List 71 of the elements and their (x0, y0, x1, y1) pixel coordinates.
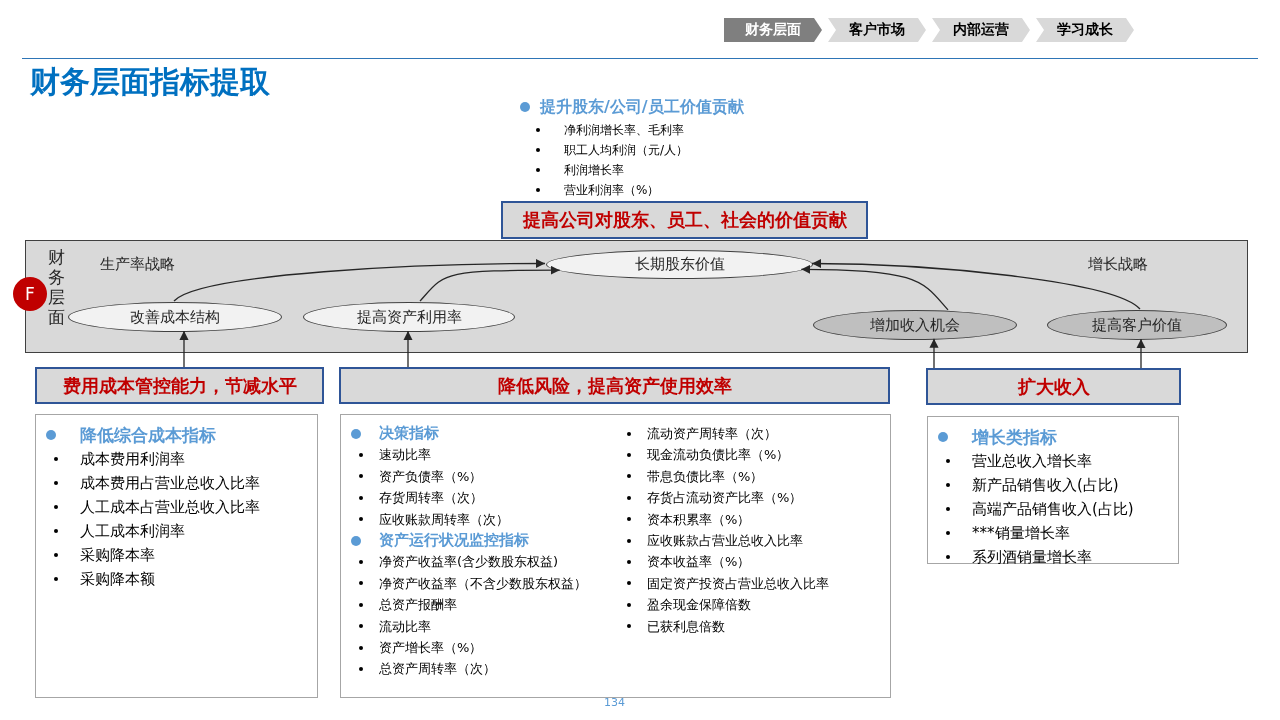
arrow (419, 265, 561, 302)
list-heading: 资产运行状况监控指标 (379, 529, 529, 551)
list-item: 总资产报酬率 (379, 596, 457, 615)
list-item: 资产负债率（%） (379, 467, 483, 486)
headline-box: 扩大收入 (926, 368, 1181, 405)
perspective-band (25, 240, 1248, 353)
list-item: 带息负债比率（%） (647, 467, 764, 486)
list-item: ***销量增长率 (972, 523, 1070, 544)
list-heading: 增长类指标 (972, 426, 1057, 449)
indicator-panel (927, 416, 1179, 564)
list-item: 已获利息倍数 (647, 617, 725, 636)
objective-ellipse: 改善成本结构 (68, 302, 282, 332)
list-item: 采购降本率 (80, 545, 155, 566)
list-item: 存货周转率（次） (379, 489, 483, 508)
list-item: 人工成本利润率 (80, 521, 185, 542)
list-item: 固定资产投资占营业总收入比率 (647, 574, 829, 593)
list-item: 流动比率 (379, 617, 431, 636)
objective-ellipse: 提高资产利用率 (303, 302, 515, 332)
list-item: 成本费用利润率 (80, 449, 185, 470)
list-item: 总资产周转率（次） (379, 660, 496, 679)
nav-tab: 内部运营 (932, 18, 1030, 42)
list-item: 现金流动负债比率（%） (647, 446, 790, 465)
strategy-label: 增长战略 (1088, 255, 1148, 274)
list-item: 职工人均利润（元/人） (564, 142, 689, 159)
list-item: 资本收益率（%） (647, 553, 751, 572)
list-item: 新产品销售收入(占比) (972, 475, 1119, 496)
indicator-panel (340, 414, 891, 698)
headline-box: 提高公司对股东、员工、社会的价值贡献 (501, 201, 868, 239)
list-item: 应收账款周转率（次） (379, 510, 509, 529)
list-item: 应收账款占营业总收入比率 (647, 531, 803, 550)
list-item: 人工成本占营业总收入比率 (80, 497, 260, 518)
arrow (800, 264, 949, 311)
band-title: 财务层面 (48, 247, 66, 327)
list-item: 营业总收入增长率 (972, 451, 1092, 472)
objective-ellipse: 提高客户价值 (1047, 310, 1227, 340)
list-heading: 提升股东/公司/员工价值贡献 (540, 96, 744, 118)
objective-ellipse: 增加收入机会 (813, 310, 1017, 340)
list-item: 高端产品销售收入(占比) (972, 499, 1134, 520)
arrow (1136, 338, 1146, 369)
list-item: 净资产收益率(含少数股东权益) (379, 553, 559, 572)
list-item: 流动资产周转率（次） (647, 425, 777, 443)
list-item: 盈余现金保障倍数 (647, 596, 751, 615)
list-item: 采购降本额 (80, 569, 155, 590)
arrow (179, 330, 189, 368)
list-heading: 降低综合成本指标 (80, 424, 216, 447)
list-item: 速动比率 (379, 446, 431, 465)
headline-box: 降低风险，提高资产使用效率 (339, 367, 890, 404)
list-item: 净利润增长率、毛利率 (564, 122, 684, 139)
page-number: 134 (604, 696, 625, 709)
list-item: 利润增长率 (564, 162, 624, 179)
list-heading: 决策指标 (379, 423, 439, 444)
list-item: 净资产收益率（不含少数股东权益） (379, 574, 587, 593)
arrow (811, 259, 1141, 310)
list-item: 存货占流动资产比率（%） (647, 489, 803, 508)
list-item: 营业利润率（%） (564, 182, 660, 199)
nav-tab: 财务层面 (724, 18, 822, 42)
strategy-label: 生产率战略 (100, 255, 175, 274)
arrow (403, 330, 413, 368)
nav-tab: 学习成长 (1036, 18, 1134, 42)
arrow (929, 338, 939, 369)
headline-box: 费用成本管控能力，节减水平 (35, 367, 324, 404)
arrow (173, 259, 546, 302)
page-title: 财务层面指标提取 (30, 63, 270, 101)
indicator-panel (35, 414, 318, 698)
nav-tab: 客户市场 (828, 18, 926, 42)
section-badge: F (13, 277, 47, 311)
objective-ellipse: 长期股东价值 (546, 250, 813, 279)
list-item: 系列酒销量增长率 (972, 547, 1092, 568)
list-item: 资产增长率（%） (379, 638, 483, 657)
list-item: 成本费用占营业总收入比率 (80, 473, 260, 494)
list-item: 资本积累率（%） (647, 510, 751, 529)
